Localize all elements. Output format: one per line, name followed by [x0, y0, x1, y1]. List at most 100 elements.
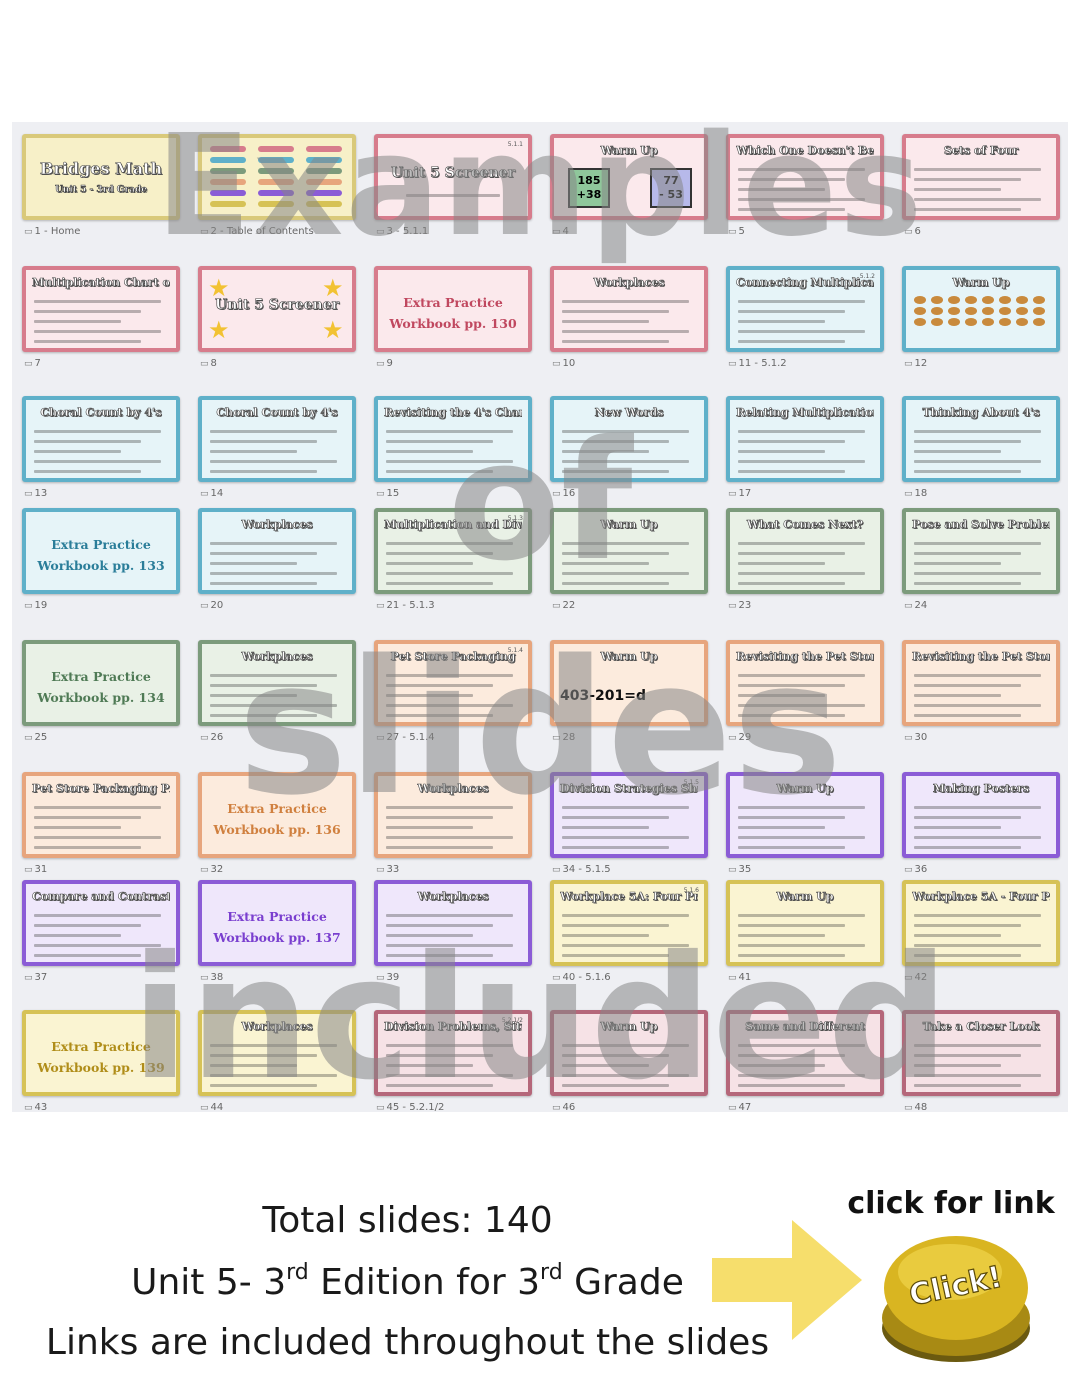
text-line [34, 440, 142, 443]
slide-thumbnail-48[interactable]: Take a Closer Look [902, 1010, 1060, 1096]
slide-caption: ▭29 [728, 732, 751, 743]
slide-thumbnail-11[interactable]: Connecting Multiplication and Division5.… [726, 266, 884, 352]
slide-subtitle: Workbook pp. 139 [37, 1060, 165, 1075]
text-line [34, 924, 142, 927]
slide-caption-text: 43 [34, 1102, 48, 1112]
text-line [386, 450, 474, 453]
text-line [738, 470, 846, 473]
slide-title: Compare and Contrast [32, 890, 170, 904]
slide-thumbnail-33[interactable]: Workplaces [374, 772, 532, 858]
slide-content [386, 670, 520, 717]
slide-thumbnail-21[interactable]: Multiplication and Division Arrays5.1.3 [374, 508, 532, 594]
slide-thumbnail-42[interactable]: Workplace 5A - Four Products in a Row [902, 880, 1060, 966]
slide-title: Extra Practice [51, 669, 151, 684]
slide-thumbnail-13[interactable]: Choral Count by 4's [22, 396, 180, 482]
text-line [738, 300, 866, 303]
slide-thumbnail-20[interactable]: Workplaces [198, 508, 356, 594]
slide-thumbnail-18[interactable]: Thinking About 4's [902, 396, 1060, 482]
slide-title: Warm Up [600, 518, 658, 532]
slide-caption: ▭31 [24, 864, 47, 875]
slide-caption: ▭1 - Home [24, 226, 80, 237]
click-button[interactable]: Click! [876, 1226, 1036, 1366]
slide-lesson-tag: 5.1.5 [683, 779, 699, 786]
text-line [562, 846, 670, 849]
toc-pill [306, 168, 342, 174]
slide-thumbnail-12[interactable]: Warm Up [902, 266, 1060, 352]
slide-thumbnail-40[interactable]: Workplace 5A: Four Products in a Row5.1.… [550, 880, 708, 966]
text-line [210, 460, 338, 463]
slide-thumbnail-31[interactable]: Pet Store Packaging Problem [22, 772, 180, 858]
text-line [386, 674, 514, 677]
slide-caption-text: 23 [738, 600, 752, 611]
text-line [738, 460, 866, 463]
slide-thumbnail-35[interactable]: Warm Up [726, 772, 884, 858]
slide-caption: ▭32 [200, 864, 223, 875]
slide-thumbnail-45[interactable]: Division Problems, Situations and Fact F… [374, 1010, 532, 1096]
slide-title: Revisiting the Pet Store [736, 650, 874, 664]
comment-icon: ▭ [376, 601, 385, 611]
slide-content [386, 802, 520, 849]
text-line [562, 944, 690, 947]
slide-thumbnail-29[interactable]: Revisiting the Pet Store [726, 640, 884, 726]
slide-title: Choral Count by 4's [216, 406, 338, 420]
slide-thumbnail-15[interactable]: Revisiting the 4's Chart [374, 396, 532, 482]
text-line [386, 430, 514, 433]
slide-caption: ▭34 - 5.1.5 [552, 864, 611, 875]
slide-thumbnail-6[interactable]: Sets of Four [902, 134, 1060, 220]
slide-thumbnail-23[interactable]: What Comes Next? [726, 508, 884, 594]
comment-icon: ▭ [552, 733, 561, 743]
slide-thumbnail-26[interactable]: Workplaces [198, 640, 356, 726]
slide-thumbnail-16[interactable]: New Words [550, 396, 708, 482]
text-line [210, 552, 318, 555]
slide-caption-text: 6 [914, 226, 921, 237]
slide-thumbnail-22[interactable]: Warm Up [550, 508, 708, 594]
slide-thumbnail-7[interactable]: Multiplication Chart of 4's [22, 266, 180, 352]
slide-thumbnail-5[interactable]: Which One Doesn't Belong [726, 134, 884, 220]
slide-thumbnail-44[interactable]: Workplaces [198, 1010, 356, 1096]
slide-content [738, 164, 872, 211]
slide-thumbnail-47[interactable]: Same and Different [726, 1010, 884, 1096]
slide-thumbnail-17[interactable]: Relating Multiplication and Division [726, 396, 884, 482]
text-line [738, 846, 846, 849]
text-line [562, 816, 670, 819]
slide-thumbnail-34[interactable]: Division Strategies Share5.1.5 [550, 772, 708, 858]
slide-thumbnail-10[interactable]: Workplaces [550, 266, 708, 352]
text-line [738, 168, 866, 171]
slide-caption-text: 25 [34, 732, 48, 743]
slide-thumbnail-8[interactable]: Unit 5 Screener★★★★ [198, 266, 356, 352]
slide-thumbnail-46[interactable]: Warm Up [550, 1010, 708, 1096]
slide-title: Extra Practice [51, 1039, 151, 1054]
slide-thumbnail-41[interactable]: Warm Up [726, 880, 884, 966]
text-line [34, 310, 142, 313]
slide-thumbnail-24[interactable]: Pose and Solve Problems [902, 508, 1060, 594]
text-line [914, 816, 1022, 819]
slide-thumbnail-39[interactable]: Workplaces [374, 880, 532, 966]
text-line [914, 1084, 1022, 1087]
text-line [562, 826, 650, 829]
slide-thumbnail-2[interactable] [198, 134, 356, 220]
comment-icon: ▭ [728, 733, 737, 743]
text-line [34, 944, 162, 947]
slide-thumbnail-14[interactable]: Choral Count by 4's [198, 396, 356, 482]
star-icon: ★ [322, 316, 344, 344]
slide-content [738, 910, 872, 957]
comment-icon: ▭ [904, 227, 913, 237]
slide-content [562, 296, 696, 343]
slide-thumbnail-37[interactable]: Compare and Contrast [22, 880, 180, 966]
slide-thumbnail-30[interactable]: Revisiting the Pet Store [902, 640, 1060, 726]
toc-pill [258, 179, 294, 185]
slide-caption-text: 11 - 5.1.2 [738, 358, 787, 369]
slide-thumbnail-36[interactable]: Making Posters [902, 772, 1060, 858]
